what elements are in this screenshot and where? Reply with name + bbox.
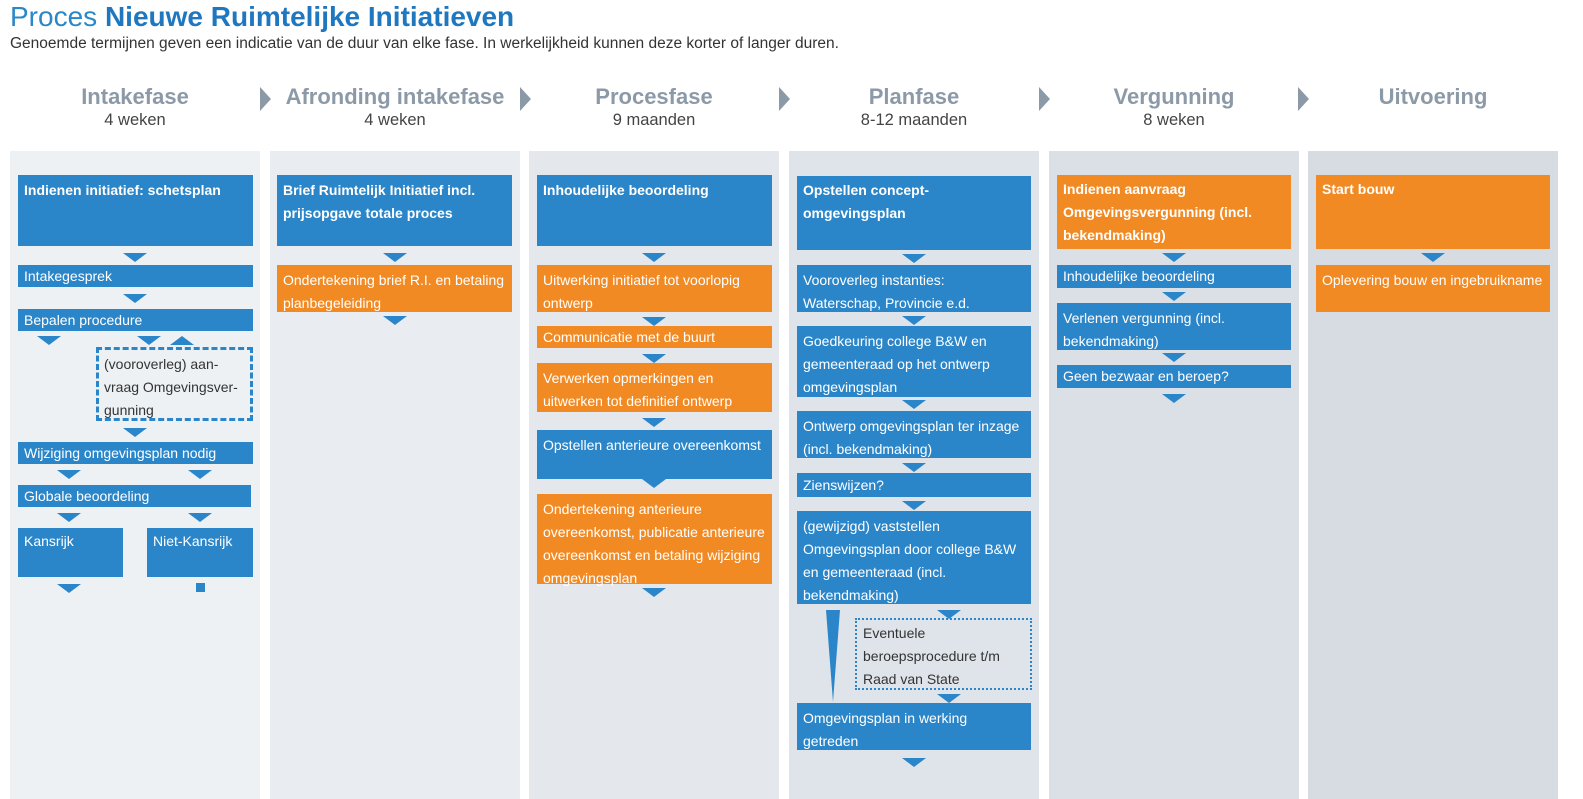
phase-duration-afronding: 4 weken (364, 111, 426, 129)
step-globale-beoordeling: Globale beoordeling (18, 485, 251, 507)
step-wijziging-omgevingsplan: Wijziging omgevingsplan nodig (18, 442, 253, 464)
flow-arrow (937, 610, 961, 619)
step-geen-bezwaar-beroep: Geen bezwaar en beroep? (1057, 365, 1291, 388)
step-inhoudelijke-beoordeling: Inhoudelijke beoordeling (537, 175, 772, 246)
phase-chevron (779, 87, 790, 111)
flow-arrow (642, 479, 666, 488)
flow-arrow (137, 336, 161, 345)
flow-arrow (57, 470, 81, 479)
dashed-vooroverleg-aanvraag: (vooroverleg) aan-vraag Omgevingsver-gun… (96, 347, 253, 421)
step-omgevingsplan-in-werking: Omgevingsplan in werking getreden (797, 703, 1031, 750)
phase-chevron (1039, 87, 1050, 111)
step-indienen-aanvraag-omgevingsvergunning: Indienen aanvraag Omgevingsvergunning (i… (1057, 175, 1291, 249)
step-verlenen-vergunning: Verlenen vergunning (incl. bekendmaking) (1057, 303, 1291, 350)
phase-chevron (260, 87, 271, 111)
phase-title-planfase: Planfase (868, 84, 960, 109)
flow-arrow (642, 354, 666, 363)
step-vaststellen-omgevingsplan: (gewijzigd) vaststellen Omgevingsplan do… (797, 511, 1031, 604)
flow-arrow (123, 428, 147, 437)
phase-chevron (1298, 87, 1309, 111)
step-brief-ruimtelijk-initiatief: Brief Ruimtelijk Initiatief incl. prijso… (277, 175, 512, 246)
end-square (196, 583, 205, 592)
column-afronding (270, 151, 520, 799)
step-ondertekening-anterieure-overeenkomst: Ondertekening anterieure overeenkomst, p… (537, 494, 772, 586)
flow-arrow (57, 513, 81, 522)
flow-arrow (902, 254, 926, 263)
flow-arrow (937, 694, 961, 703)
phase-duration-planfase: 8-12 maanden (860, 111, 968, 129)
flow-arrow (642, 317, 666, 326)
step-start-bouw: Start bouw (1316, 175, 1550, 249)
flow-arrow (383, 253, 407, 262)
flow-arrow (123, 253, 147, 262)
page-title: Proces Nieuwe Ruimtelijke Initiatieven (10, 0, 514, 34)
flow-arrow (37, 336, 61, 345)
phase-duration-intakefase: 4 weken (104, 111, 166, 129)
step-zienswijzen: Zienswijzen? (797, 473, 1031, 497)
column-intakefase (10, 151, 260, 799)
page-subtitle: Genoemde termijnen geven een indicatie v… (10, 35, 839, 52)
flow-arrow (902, 316, 926, 325)
step-inhoudelijke-beoordeling-vergunning: Inhoudelijke beoordeling (1057, 265, 1291, 288)
step-opstellen-anterieure-overeenkomst: Opstellen anterieure overeenkomst (537, 430, 772, 479)
phase-title-uitvoering: Uitvoering (1378, 84, 1488, 109)
bypass-arrow (826, 610, 840, 702)
dashed-beroepsprocedure: Eventuele beroepsprocedure t/m Raad van … (855, 618, 1032, 690)
title-main: Nieuwe Ruimtelijke Initiatieven (104, 1, 515, 32)
phase-duration-vergunning: 8 weken (1143, 111, 1205, 129)
flow-arrow (1162, 253, 1186, 262)
flow-arrow (383, 316, 407, 325)
flow-arrow (902, 501, 926, 510)
flow-arrow (188, 470, 212, 479)
phase-title-procesfase: Procesfase (595, 84, 713, 109)
step-bepalen-procedure: Bepalen procedure (18, 309, 253, 331)
flow-arrow (902, 463, 926, 472)
step-niet-kansrijk: Niet-Kansrijk (147, 528, 253, 577)
title-prefix: Proces (10, 1, 98, 32)
step-intakegesprek: Intakegesprek (18, 265, 253, 287)
step-oplevering-bouw: Oplevering bouw en ingebruikname (1316, 265, 1550, 312)
flow-arrow (188, 513, 212, 522)
flow-arrow (902, 400, 926, 409)
step-kansrijk: Kansrijk (18, 528, 123, 577)
flow-arrow (642, 253, 666, 262)
flow-arrow (902, 758, 926, 767)
flow-arrow (642, 418, 666, 427)
phase-title-intakefase: Intakefase (81, 84, 189, 109)
flow-arrow (57, 584, 81, 593)
step-vooroverleg-instanties: Vooroverleg instanties: Waterschap, Prov… (797, 265, 1031, 312)
flow-arrow (1162, 292, 1186, 301)
step-verwerken-opmerkingen: Verwerken opmerkingen en uitwerken tot d… (537, 363, 772, 412)
phase-title-afronding: Afronding intakefase (285, 84, 505, 109)
phase-chevron (520, 87, 531, 111)
flow-arrow-up (170, 336, 194, 345)
phase-duration-procesfase: 9 maanden (612, 111, 696, 129)
step-uitwerking-initiatief: Uitwerking initiatief tot voorlopig ontw… (537, 265, 772, 312)
flow-arrow (123, 294, 147, 303)
step-ontwerp-ter-inzage: Ontwerp omgevingsplan ter inzage (incl. … (797, 411, 1031, 458)
step-communicatie-buurt: Communicatie met de buurt (537, 326, 772, 348)
flow-arrow (1162, 394, 1186, 403)
step-opstellen-concept-omgevingsplan: Opstellen concept-omgevingsplan (797, 176, 1031, 250)
step-indienen-initiatief: Indienen initiatief: schetsplan (18, 175, 253, 246)
flow-arrow (1421, 253, 1445, 262)
phase-title-vergunning: Vergunning (1113, 84, 1235, 109)
flow-arrow (1162, 353, 1186, 362)
step-goedkeuring-college: Goedkeuring college B&W en gemeenteraad … (797, 326, 1031, 397)
step-ondertekening-brief: Ondertekening brief R.I. en betaling pla… (277, 265, 512, 312)
flow-arrow (642, 588, 666, 597)
